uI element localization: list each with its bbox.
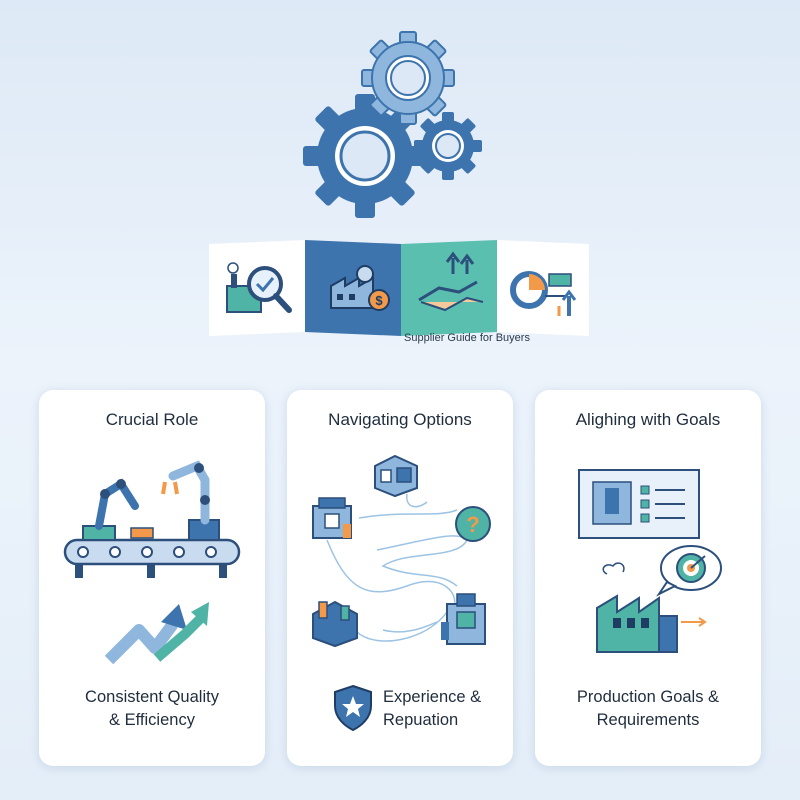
shield-star-icon: [334, 684, 372, 732]
blueprint-checklist-icon: [578, 469, 722, 653]
card-crucial-role: Crucial Role Consistent Quality & Effici: [39, 390, 265, 766]
analytics-target-icon: [497, 240, 589, 336]
supplier-network-icon: ?: [312, 454, 491, 732]
svg-text:$: $: [375, 293, 383, 308]
card-caption: Production Goals & Requirements: [576, 688, 720, 729]
handshake-growth-icon: [401, 240, 497, 336]
card-caption: Consistent Quality & Efficiency: [85, 688, 219, 729]
card-title: Navigating Options: [328, 410, 472, 429]
svg-text:?: ?: [466, 512, 479, 537]
factory-cost-icon: $: [305, 240, 401, 336]
icon-strip: $: [209, 240, 589, 336]
conveyor-robot-arms-icon: [63, 460, 241, 665]
card-caption: Experience & Repuation: [383, 688, 482, 729]
card-title: Alighing with Goals: [575, 410, 721, 429]
strip-caption: Supplier Guide for Buyers: [404, 332, 530, 344]
gears-icon: [303, 31, 482, 218]
rising-arrows-icon: [104, 602, 209, 665]
card-title: Crucial Role: [105, 410, 199, 429]
factory-target-icon: [596, 545, 722, 653]
card-navigating-options: Navigating Options ?: [287, 390, 513, 766]
factory-quality-check-icon: [209, 240, 305, 336]
card-aligning-goals: Alighing with Goals Produ: [535, 390, 761, 766]
